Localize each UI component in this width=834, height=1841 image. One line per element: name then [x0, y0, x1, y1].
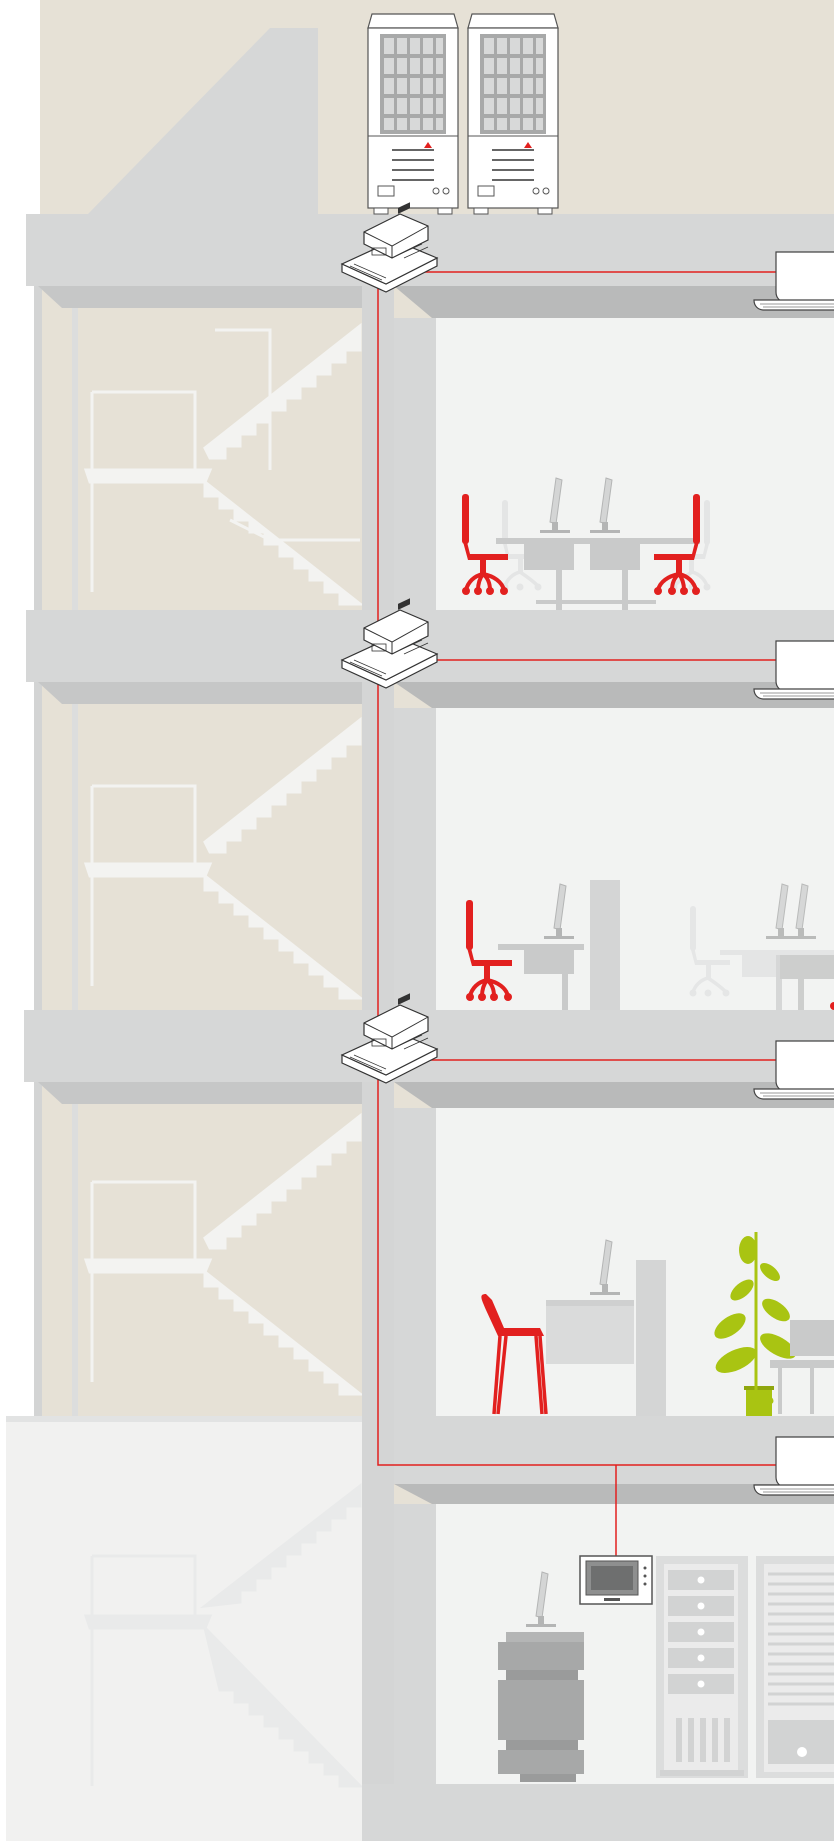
server-rack-icon — [656, 1556, 748, 1778]
partition-panel — [590, 880, 620, 1010]
desk-icon — [498, 1632, 584, 1782]
stairwell-inner-wall — [72, 308, 78, 1416]
central-controller-icon — [580, 1556, 652, 1604]
server-rack-icon — [756, 1556, 834, 1778]
floor-2-room — [394, 1108, 834, 1416]
stairwell-outer-wall — [34, 286, 42, 1416]
